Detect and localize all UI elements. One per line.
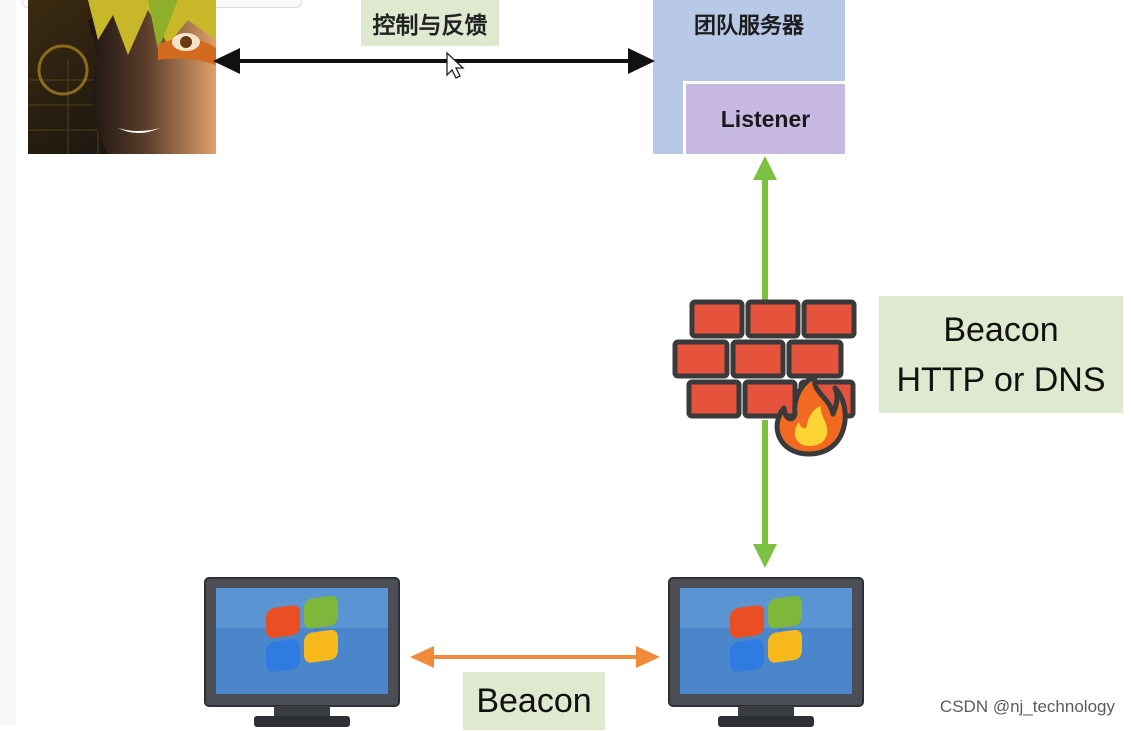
beacon-note-line1: Beacon [943,310,1059,349]
mouse-cursor-icon [446,51,465,79]
left-margin-strip [0,0,16,725]
avatar-image [28,0,216,154]
control-double-arrow [213,48,655,74]
green-arrow-up [753,156,777,300]
windows-logo-icon [730,595,802,672]
windows-logo-icon [266,595,338,672]
green-arrow-down [753,420,777,568]
orange-double-arrow [410,646,660,668]
beacon-note-line2: HTTP or DNS [896,360,1106,399]
beacon-bottom-label: Beacon [463,672,605,730]
internal-host-monitor-left [204,577,400,727]
listener-box: Listener [683,81,845,154]
attacker-avatar [28,0,216,154]
team-server-title: 团队服务器 [693,14,804,39]
beacon-protocol-note: Beacon HTTP or DNS [879,296,1123,413]
csdn-watermark: CSDN @nj_technology [939,697,1115,716]
control-feedback-label: 控制与反馈 [361,0,499,46]
firewall-icon [669,296,861,464]
fire-icon [774,373,848,457]
internal-host-monitor-right [668,577,864,727]
